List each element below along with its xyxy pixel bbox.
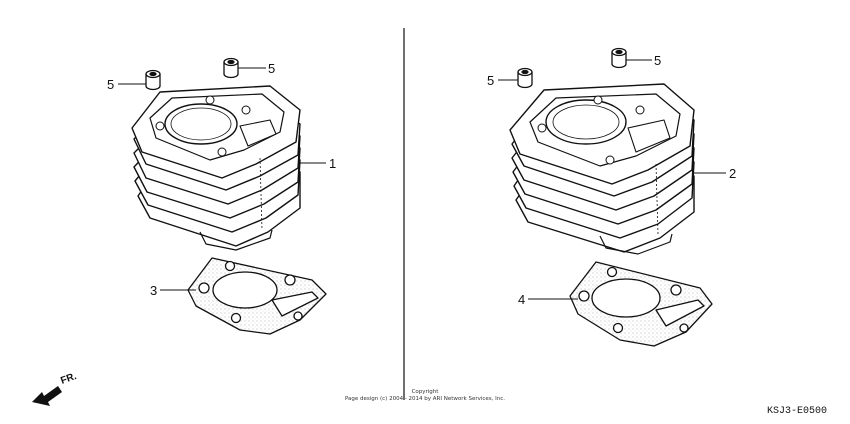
dowel-pin-left-b[interactable] <box>223 57 239 79</box>
dowel-pin-right-a[interactable] <box>517 67 533 89</box>
gasket-left[interactable] <box>187 257 327 335</box>
leader-lines <box>118 59 726 300</box>
callout-1[interactable]: 1 <box>329 156 336 171</box>
callout-3[interactable]: 3 <box>150 283 157 298</box>
callout-2[interactable]: 2 <box>729 166 736 181</box>
front-arrow-icon: FR. <box>32 371 78 406</box>
cylinder-left[interactable] <box>131 85 301 251</box>
callout-5-left-a[interactable]: 5 <box>107 77 114 92</box>
cylinder-right[interactable] <box>509 83 695 255</box>
copyright-line-1: Copyright <box>412 389 440 395</box>
dowel-pin-left-a[interactable] <box>145 69 161 91</box>
callout-4[interactable]: 4 <box>518 292 525 307</box>
diagram-code: KSJ3-E0500 <box>767 406 827 417</box>
callout-5-right-b[interactable]: 5 <box>654 53 661 68</box>
front-label: FR. <box>59 371 78 387</box>
dowel-pin-right-b[interactable] <box>611 47 627 69</box>
callout-5-left-b[interactable]: 5 <box>268 61 275 76</box>
callout-5-right-a[interactable]: 5 <box>487 73 494 88</box>
gasket-right[interactable] <box>569 261 713 347</box>
copyright-line-2: Page design (c) 2004 - 2014 by ARI Netwo… <box>345 396 505 402</box>
